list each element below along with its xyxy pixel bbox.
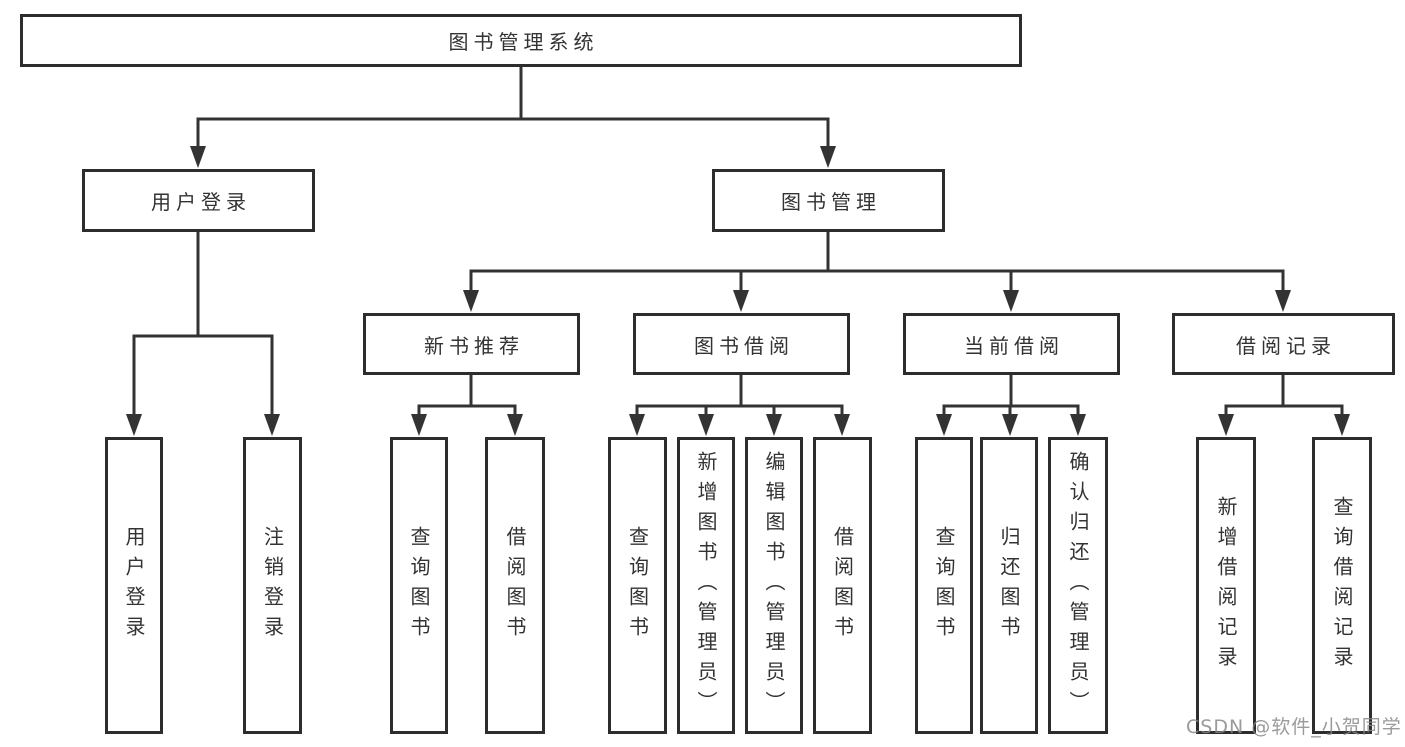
node-label: 新书推荐 [424,333,524,358]
node-book-management: 图书管理 [712,169,945,232]
leaf-user-login: 用户登录 [105,437,163,734]
arrowheads [126,146,1350,436]
node-label: 确认归还（管理员） [1066,450,1090,721]
leaf-add-borrow-record: 新增借阅记录 [1196,437,1256,734]
node-label: 归还图书 [997,525,1021,646]
leaf-query-book-1: 查询图书 [390,437,448,734]
leaf-logout: 注销登录 [243,437,302,734]
connector-paths [132,67,1344,416]
node-book-borrow: 图书借阅 [633,313,850,375]
node-label: 查询借阅记录 [1330,495,1354,676]
node-label: 查询图书 [625,525,650,646]
leaf-borrow-book-2: 借阅图书 [813,437,872,734]
node-borrow-record: 借阅记录 [1172,313,1395,375]
node-label: 借阅记录 [1236,333,1336,358]
leaf-confirm-return-admin: 确认归还（管理员） [1048,437,1108,734]
leaf-borrow-book-1: 借阅图书 [485,437,545,734]
node-label: 注销登录 [260,525,285,646]
node-user-login: 用户登录 [82,169,315,232]
node-system-root: 图书管理系统 [20,14,1022,67]
node-label: 借阅图书 [830,525,855,646]
node-label: 新增借阅记录 [1214,495,1238,676]
node-label: 编辑图书（管理员） [762,450,786,721]
leaf-query-book-3: 查询图书 [915,437,973,734]
node-label: 图书管理 [781,190,881,214]
leaf-add-book-admin: 新增图书（管理员） [677,437,735,734]
node-label: 查询图书 [932,525,956,646]
leaf-edit-book-admin: 编辑图书（管理员） [745,437,803,734]
leaf-return-book: 归还图书 [980,437,1038,734]
node-label: 图书管理系统 [448,30,599,54]
node-label: 用户登录 [122,525,146,646]
node-label: 查询图书 [407,525,431,646]
node-label: 图书借阅 [694,333,794,358]
node-label: 借阅图书 [503,525,527,646]
node-new-book-recommend: 新书推荐 [363,313,580,375]
node-label: 用户登录 [151,190,251,214]
leaf-query-book-2: 查询图书 [608,437,667,734]
csdn-watermark: CSDN @软件_小贺同学 [1186,716,1402,738]
node-label: 新增图书（管理员） [694,450,718,721]
leaf-query-borrow-record: 查询借阅记录 [1312,437,1372,734]
node-current-borrow: 当前借阅 [903,313,1120,375]
node-label: 当前借阅 [964,333,1064,358]
